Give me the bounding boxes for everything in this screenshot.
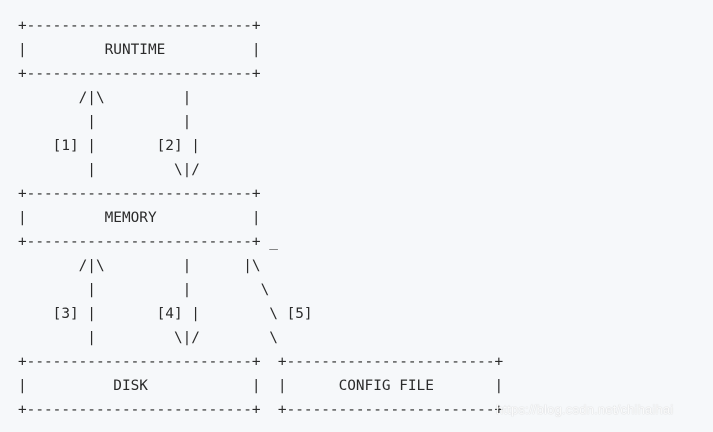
runtime-box-label: | RUNTIME | (18, 42, 261, 58)
ascii-diagram: +--------------------------+ | RUNTIME | +… (18, 14, 503, 422)
disk-config-box-labels: | DISK | | CONFIG FILE | (18, 378, 504, 394)
memory-disk-arrow-tails: | \|/ \ (18, 330, 278, 346)
memory-disk-connector: | | \ (18, 282, 270, 298)
runtime-memory-arrow-tails: | \|/ (18, 162, 200, 178)
disk-config-box-top-border: +--------------------------+ +----------… (18, 354, 504, 370)
watermark-text: https://blog.csdn.net/chihaihai (496, 402, 674, 417)
memory-box-bottom-border: +--------------------------+ _ (18, 234, 278, 250)
memory-disk-arrow-heads: /|\ | |\ (18, 258, 261, 274)
memory-box-top-border: +--------------------------+ (18, 186, 261, 202)
runtime-memory-arrow-heads: /|\ | (18, 90, 192, 106)
runtime-box-top-border: +--------------------------+ (18, 18, 261, 34)
arrow-labels-3-4-5: [3] | [4] | \ [5] (18, 306, 313, 322)
memory-box-label: | MEMORY | (18, 210, 261, 226)
runtime-box-bottom-border: +--------------------------+ (18, 66, 261, 82)
runtime-memory-connector: | | (18, 114, 192, 130)
disk-config-box-bottom-border: +--------------------------+ +----------… (18, 402, 504, 418)
arrow-labels-1-2: [1] | [2] | (18, 138, 200, 154)
